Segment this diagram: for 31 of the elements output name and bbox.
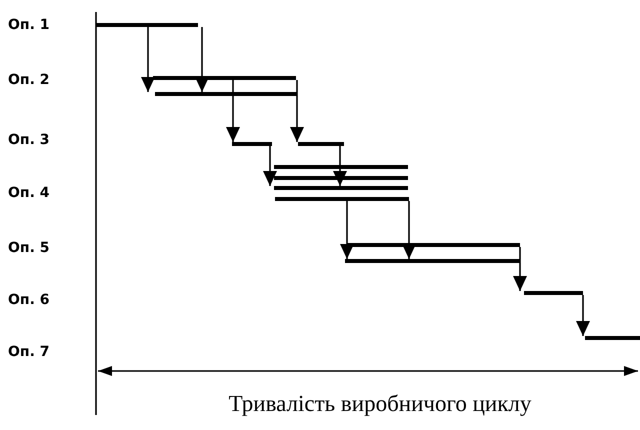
operation-bar	[274, 165, 408, 169]
operation-bar	[524, 291, 583, 295]
operation-bar	[347, 243, 520, 247]
operation-bar	[345, 259, 520, 263]
operation-bar	[275, 197, 409, 201]
operation-label: Оп. 5	[8, 239, 50, 257]
operation-bar	[585, 336, 640, 340]
operation-bar	[96, 23, 198, 27]
operation-label: Оп. 6	[8, 291, 50, 309]
operation-bar	[153, 76, 296, 80]
arrow	[263, 146, 277, 186]
arrow	[333, 146, 347, 186]
operation-bar	[274, 176, 408, 180]
operation-bar	[274, 186, 408, 190]
arrow	[340, 201, 354, 259]
arrow	[141, 27, 155, 92]
arrow	[226, 80, 240, 142]
operation-bar	[232, 142, 272, 146]
arrow	[402, 201, 416, 259]
arrow	[290, 80, 304, 142]
axis-title: Тривалість виробничого циклу	[228, 390, 532, 418]
operation-label: Оп. 4	[8, 184, 50, 202]
arrow	[576, 295, 590, 336]
operation-label: Оп. 7	[8, 343, 50, 361]
operation-bar	[298, 142, 344, 146]
operation-label: Оп. 1	[8, 16, 50, 34]
operation-label: Оп. 3	[8, 131, 50, 149]
arrow	[195, 27, 209, 92]
operation-label: Оп. 2	[8, 71, 50, 89]
arrow	[513, 247, 527, 291]
operation-bar	[155, 92, 297, 96]
